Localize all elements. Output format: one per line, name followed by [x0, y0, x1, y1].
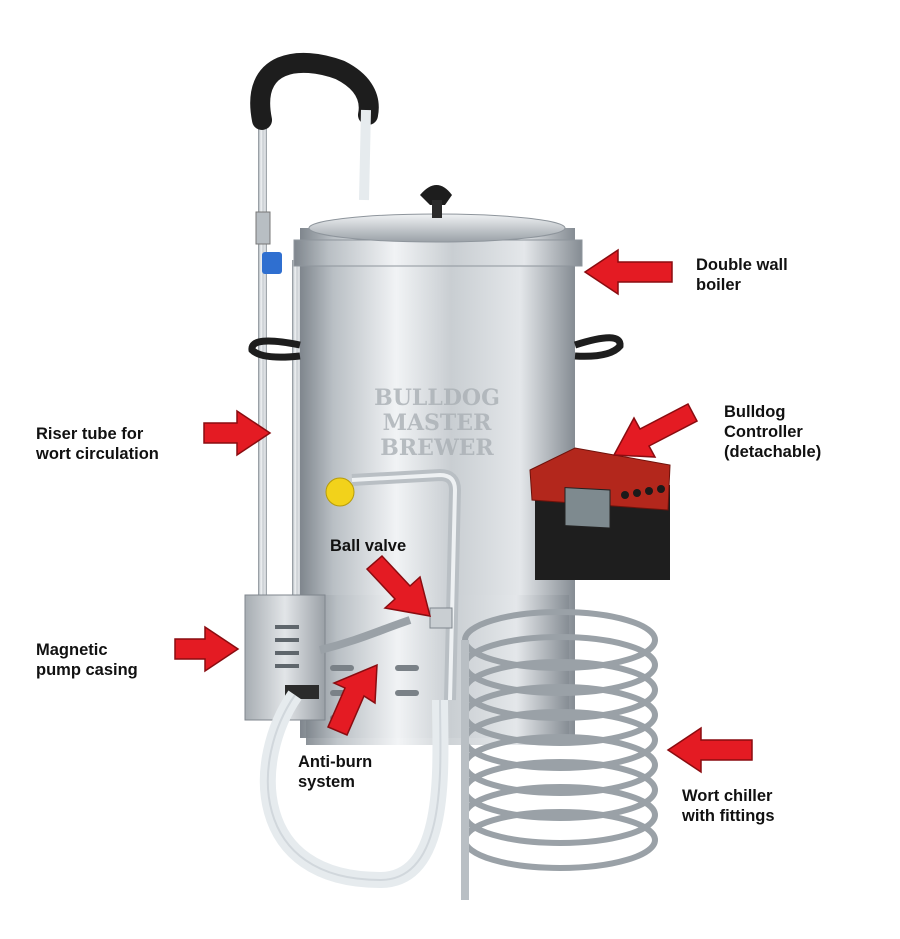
arrow-pump	[174, 625, 240, 673]
anti-burn-tube	[319, 616, 412, 654]
label-chiller: Wort chiller with fittings	[682, 787, 775, 825]
yellow-valve-icon	[325, 477, 355, 507]
lid-knob	[420, 185, 452, 205]
riser-tube	[250, 52, 379, 605]
controller	[529, 447, 671, 580]
arrow-ball-valve	[365, 554, 432, 617]
arrow-double-wall	[583, 248, 673, 296]
arrow-riser	[203, 409, 272, 457]
ball-valve-piping	[319, 468, 462, 701]
label-double-wall: Double wall boiler	[696, 256, 788, 294]
label-controller: Bulldog Controller (detachable)	[724, 403, 822, 461]
right-handle	[573, 334, 624, 360]
arrow-controller	[612, 402, 699, 458]
label-riser: Riser tube for wort circulation	[36, 425, 159, 463]
label-ball-valve: Ball valve	[330, 537, 407, 555]
wort-chiller	[461, 609, 658, 900]
arrow-anti-burn	[327, 663, 378, 736]
svg-text:BREWER: BREWER	[380, 435, 494, 461]
svg-text:BULLDOG: BULLDOG	[374, 385, 500, 411]
arrow-chiller	[666, 726, 753, 774]
handle-grip	[250, 52, 379, 130]
left-handle	[248, 337, 301, 361]
svg-text:MASTER: MASTER	[383, 410, 492, 436]
label-anti-burn: Anti-burn system	[298, 753, 373, 791]
label-pump: Magnetic pump casing	[36, 641, 138, 679]
